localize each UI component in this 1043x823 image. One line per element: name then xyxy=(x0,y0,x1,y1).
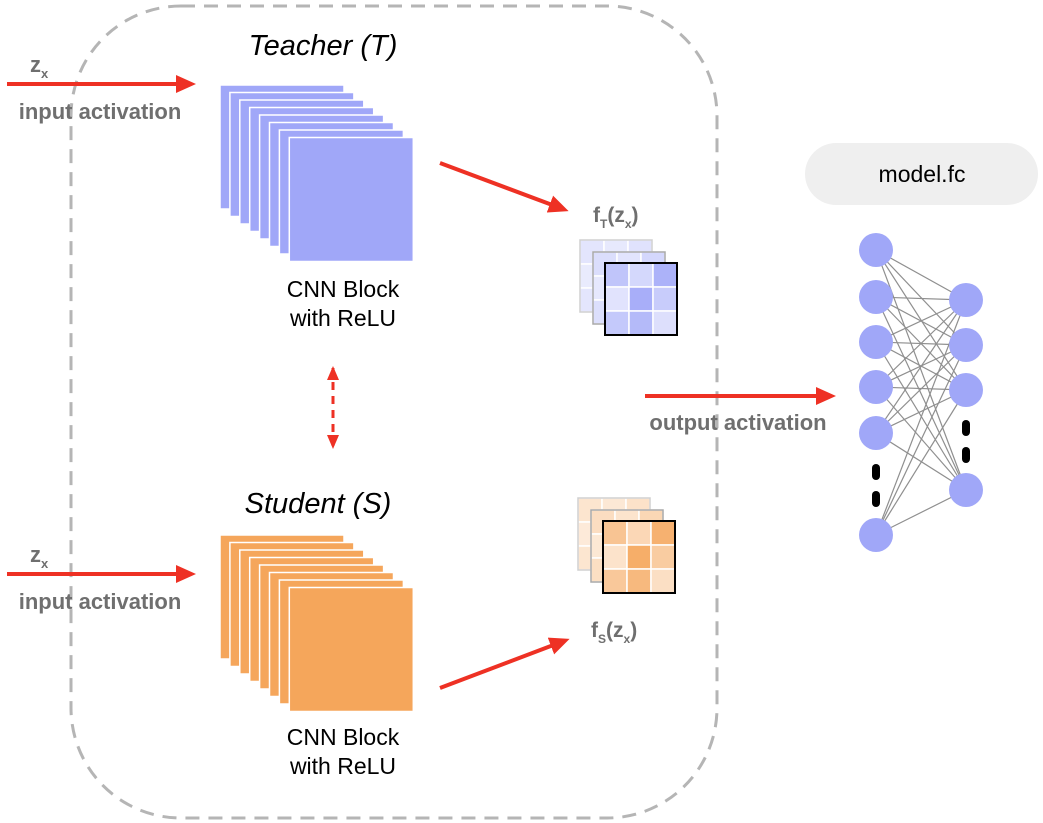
fc-edge xyxy=(875,386,967,491)
fc-output-node xyxy=(949,283,983,317)
matrix-cell xyxy=(604,286,630,312)
fc-input-node xyxy=(859,325,893,359)
ellipsis-dot xyxy=(962,420,970,436)
teacher-block-label-line1: CNN Block xyxy=(287,276,400,302)
fc-edge xyxy=(875,249,967,301)
student-cnn-stack xyxy=(219,534,415,713)
feature-matrix-front xyxy=(604,262,678,336)
matrix-cell xyxy=(652,310,678,336)
teacher-input-symbol: zx xyxy=(30,52,49,81)
student-title: Student (S) xyxy=(245,488,392,520)
fc-edge xyxy=(875,249,967,346)
matrix-cell xyxy=(604,262,630,288)
ellipsis-dot xyxy=(872,491,880,507)
cnn-feature-map xyxy=(288,136,415,263)
matrix-cell xyxy=(652,286,678,312)
fc-input-node xyxy=(859,518,893,552)
matrix-cell xyxy=(628,262,654,288)
student-block-label-line1: CNN Block xyxy=(287,724,400,750)
fc-output-node xyxy=(949,373,983,407)
fc-edge xyxy=(875,344,967,536)
fc-edge xyxy=(875,299,967,434)
teacher-title: Teacher (T) xyxy=(249,30,398,62)
matrix-cell xyxy=(604,310,630,336)
student-input-label: input activation xyxy=(19,589,182,614)
distillation-boundary xyxy=(69,4,719,820)
fc-edge xyxy=(875,249,967,391)
model-fc-label: model.fc xyxy=(879,161,966,187)
student-feature-label: fS(zx) xyxy=(591,619,637,646)
matrix-cell xyxy=(650,544,676,570)
matrix-cell xyxy=(628,310,654,336)
teacher-input-label: input activation xyxy=(19,99,182,124)
student-input-symbol: zx xyxy=(30,542,49,571)
student-block-label-line2: with ReLU xyxy=(289,753,396,779)
ellipsis-dot xyxy=(872,464,880,480)
matrix-cell xyxy=(652,262,678,288)
fc-input-node xyxy=(859,280,893,314)
output-activation-label: output activation xyxy=(649,410,826,435)
teacher-output-arrow xyxy=(439,161,569,213)
matrix-cell xyxy=(650,568,676,594)
matrix-cell xyxy=(602,520,628,546)
teacher-block-label-line2: with ReLU xyxy=(289,305,396,331)
feature-matrix-front xyxy=(602,520,676,594)
matrix-cell xyxy=(626,544,652,570)
student-output-arrow xyxy=(439,637,570,690)
ellipsis-dot xyxy=(962,447,970,463)
teacher-feature-maps xyxy=(579,239,678,336)
matrix-cell xyxy=(650,520,676,546)
fc-output-node xyxy=(949,328,983,362)
student-feature-maps xyxy=(577,497,676,594)
fc-edge xyxy=(875,299,967,388)
fc-edge xyxy=(875,389,967,536)
matrix-cell xyxy=(602,568,628,594)
teacher-cnn-stack xyxy=(219,84,415,263)
matrix-cell xyxy=(626,568,652,594)
fc-edge xyxy=(875,296,967,491)
matrix-cell xyxy=(626,520,652,546)
teacher-feature-label: fT(zx) xyxy=(593,204,639,231)
matrix-cell xyxy=(602,544,628,570)
fc-input-node xyxy=(859,416,893,450)
matrix-cell xyxy=(628,286,654,312)
fc-edge xyxy=(875,344,967,434)
fc-input-node xyxy=(859,370,893,404)
model-fc-pill xyxy=(805,143,1038,205)
fc-output-node xyxy=(949,473,983,507)
fc-input-node xyxy=(859,233,893,267)
cnn-feature-map xyxy=(288,586,415,713)
fc-network xyxy=(859,233,983,552)
